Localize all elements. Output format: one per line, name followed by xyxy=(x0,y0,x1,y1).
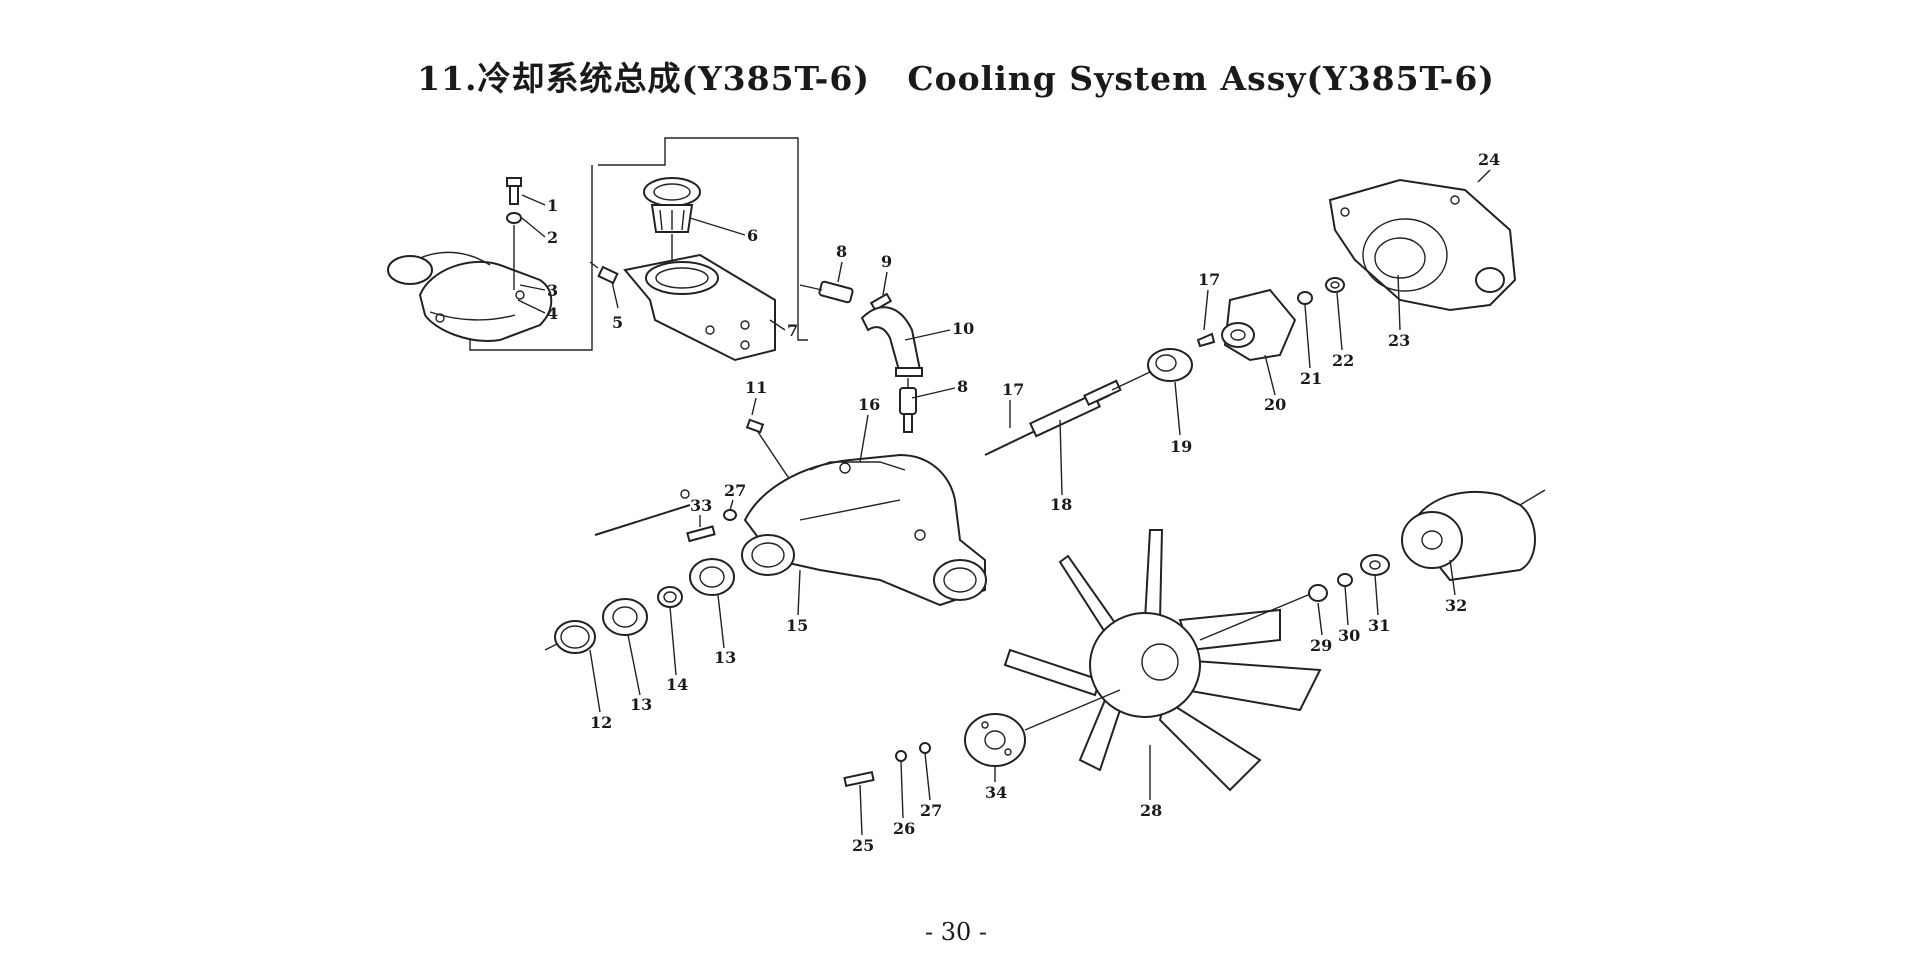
impeller-20 xyxy=(1221,288,1297,362)
spacer-14 xyxy=(657,586,683,608)
pump-cover-23 xyxy=(1328,178,1517,312)
callout-5: 5 xyxy=(612,313,623,332)
hose-10 xyxy=(860,306,923,377)
callout-27-upper: 27 xyxy=(724,481,746,500)
pulley-32 xyxy=(1401,489,1546,582)
callout-32: 32 xyxy=(1445,596,1467,615)
callout-21: 21 xyxy=(1300,369,1322,388)
key-17-upper xyxy=(1196,332,1216,348)
callout-13-outer: 13 xyxy=(630,695,652,714)
callout-6: 6 xyxy=(747,226,758,245)
bolt-33 xyxy=(686,525,716,543)
callout-22: 22 xyxy=(1332,351,1354,370)
thermostat-6 xyxy=(643,177,701,233)
washer-30 xyxy=(1337,573,1353,587)
shaft-axis xyxy=(1111,371,1151,391)
callout-4: 4 xyxy=(547,304,558,323)
spacer-31 xyxy=(1360,554,1390,576)
page-title: 11.冷却系统总成(Y385T-6) Cooling System Assy(Y… xyxy=(417,59,1495,98)
group-bracket xyxy=(598,137,808,341)
connector-8-lower xyxy=(899,387,917,433)
temperature-sensor-5 xyxy=(589,261,619,285)
bolt-1 xyxy=(506,177,522,205)
bolt-25 xyxy=(843,770,875,788)
page-number: - 30 - xyxy=(924,918,987,946)
callout-3: 3 xyxy=(547,281,558,300)
callout-25: 25 xyxy=(852,836,874,855)
circlip-12 xyxy=(544,620,596,654)
callout-18: 18 xyxy=(1050,495,1072,514)
callout-15: 15 xyxy=(786,616,808,635)
group-bracket xyxy=(469,165,593,351)
leader-lines xyxy=(517,169,1491,836)
fitting-11 xyxy=(745,418,791,481)
plug-22 xyxy=(1325,277,1345,293)
callout-labels: 1 2 3 4 5 6 7 8 9 10 8 11 16 17 17 18 19… xyxy=(547,150,1500,855)
callout-14: 14 xyxy=(666,675,688,694)
flange-34 xyxy=(964,713,1026,767)
callout-27-lower: 27 xyxy=(920,801,942,820)
washer-27-lower xyxy=(919,742,931,754)
callout-13-inner: 13 xyxy=(714,648,736,667)
clamp-9 xyxy=(869,292,893,312)
callout-17-lower: 17 xyxy=(1002,380,1024,399)
thermostat-housing-7 xyxy=(623,253,776,362)
callout-12: 12 xyxy=(590,713,612,732)
bearing-13-outer xyxy=(602,598,648,636)
seal-19 xyxy=(1147,348,1193,382)
washer-27-upper xyxy=(723,509,737,521)
fan-28 xyxy=(1003,529,1322,792)
callout-34: 34 xyxy=(985,783,1007,802)
callout-8-upper: 8 xyxy=(836,242,847,261)
bearing-13-inner xyxy=(689,558,735,596)
callout-20: 20 xyxy=(1264,395,1286,414)
callout-30: 30 xyxy=(1338,626,1360,645)
callout-19: 19 xyxy=(1170,437,1192,456)
callout-2: 2 xyxy=(547,228,558,247)
callout-1: 1 xyxy=(547,196,558,215)
nut-29 xyxy=(1308,584,1328,602)
callout-31: 31 xyxy=(1368,616,1390,635)
long-bolt xyxy=(594,489,691,536)
washer-21 xyxy=(1297,291,1313,305)
connector-8-upper xyxy=(799,280,854,304)
callout-29: 29 xyxy=(1310,636,1332,655)
thermostat-cover-elbow xyxy=(387,251,553,342)
callout-7: 7 xyxy=(787,321,798,340)
callout-16: 16 xyxy=(858,395,880,414)
callout-11: 11 xyxy=(745,378,767,397)
flange-axis xyxy=(1024,689,1121,731)
water-pump-body-15 xyxy=(741,453,987,607)
pump-shaft-18 xyxy=(984,379,1122,456)
callout-10: 10 xyxy=(952,319,974,338)
callout-17-upper: 17 xyxy=(1198,270,1220,289)
callout-23: 23 xyxy=(1388,331,1410,350)
callout-8-lower: 8 xyxy=(957,377,968,396)
callout-24: 24 xyxy=(1478,150,1500,169)
callout-33: 33 xyxy=(690,496,712,515)
washer-2 xyxy=(506,212,522,224)
washer-26 xyxy=(895,750,907,762)
callout-9: 9 xyxy=(881,252,892,271)
callout-26: 26 xyxy=(893,819,915,838)
callout-28: 28 xyxy=(1140,801,1162,820)
